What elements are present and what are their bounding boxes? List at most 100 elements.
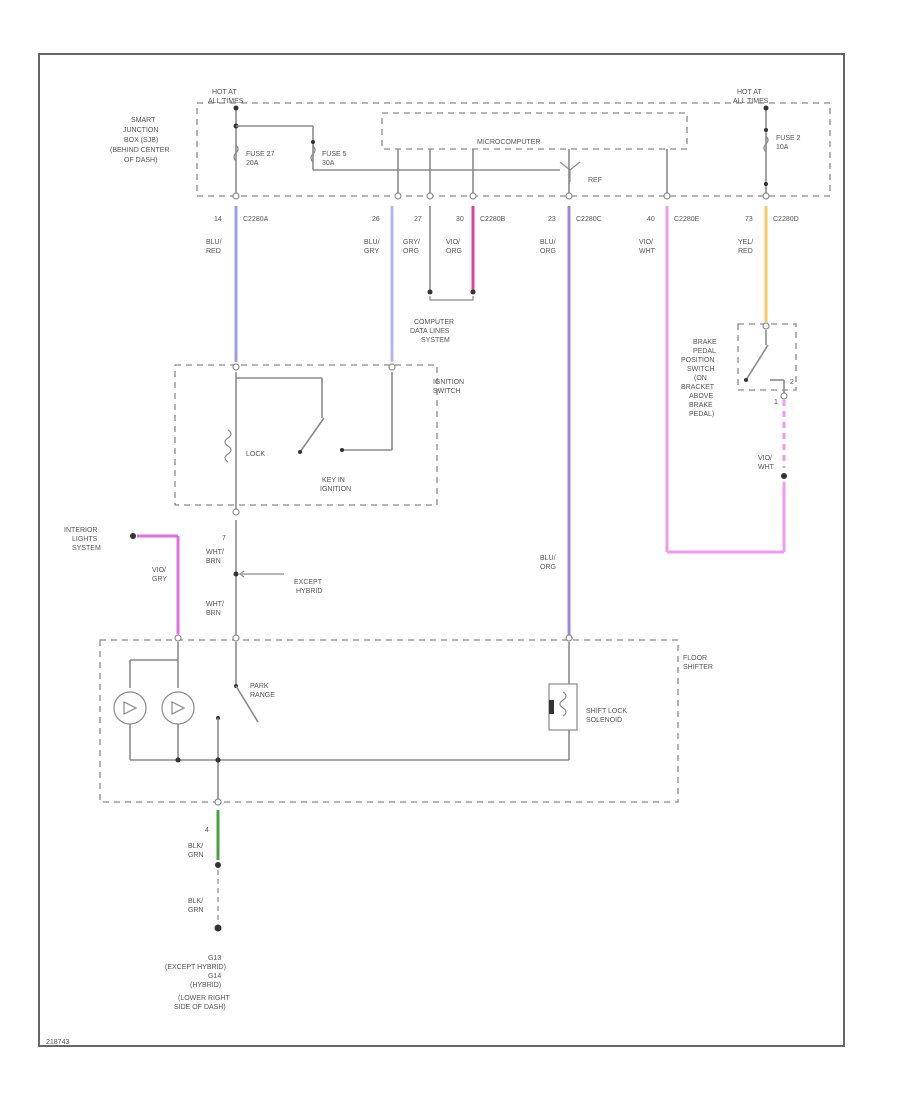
label-conn-c2280c: C2280C (576, 216, 602, 223)
labels: HOT AT ALL TIMES HOT AT ALL TIMES SMART … (46, 89, 801, 1046)
label-sjb-1: SMART (131, 117, 156, 124)
label-floor-2: SHIFTER (683, 664, 713, 671)
label-bpp-1: BRAKE (693, 339, 717, 346)
fuse-27-icon (233, 144, 239, 162)
label-conn-c2280d: C2280D (773, 216, 799, 223)
label-w-blk: BLK/ (188, 843, 203, 850)
label-pin-14: 14 (214, 216, 222, 223)
label-w-brn2: BRN (206, 610, 221, 617)
label-g-3: G14 (208, 973, 221, 980)
sjb-boundary (196, 102, 831, 197)
label-park-1: PARK (250, 683, 269, 690)
label-conn-c2280a: C2280A (243, 216, 269, 223)
label-pin-30: 30 (456, 216, 464, 223)
label-bpp-9: PEDAL) (689, 411, 714, 418)
label-except-hybrid-2: HYBRID (296, 588, 322, 595)
brake-switch-icon (745, 344, 769, 381)
label-w-blu2: BLU/ (364, 239, 380, 246)
label-bpp-8: BRAKE (689, 402, 713, 409)
label-pin-23: 23 (548, 216, 556, 223)
label-fuse2-1: FUSE 2 (776, 135, 801, 142)
label-bpp-7: ABOVE (689, 393, 713, 400)
label-w-vio3: VIO/ (758, 455, 772, 462)
label-ils-2: LIGHTS (72, 536, 98, 543)
indicator-bulb-1-icon (113, 691, 147, 725)
label-w-vio4: VIO/ (152, 567, 166, 574)
label-w-wht4: WHT/ (206, 601, 224, 608)
label-g-6: SIDE OF DASH) (174, 1004, 226, 1011)
label-ref: REF (588, 177, 602, 184)
label-w-yel: YEL/ (738, 239, 753, 246)
label-park-2: RANGE (250, 692, 275, 699)
label-conn-c2280b: C2280B (480, 216, 506, 223)
label-comp-data-1: COMPUTER (414, 319, 454, 326)
label-ils-1: INTERIOR (64, 527, 97, 534)
fuse-2-icon (763, 135, 769, 153)
label-sls-2: SOLENOID (586, 717, 622, 724)
label-w-red2: RED (738, 248, 753, 255)
label-w-vio2: VIO/ (639, 239, 653, 246)
label-pin-40: 40 (647, 216, 655, 223)
label-conn-c2280e: C2280E (674, 216, 700, 223)
label-sjb-4: (BEHIND CENTER (110, 147, 170, 154)
label-fuse5-1: FUSE 5 (322, 151, 347, 158)
label-hot-left-1: HOT AT (212, 89, 237, 96)
floor-shifter-boundary (99, 639, 679, 803)
label-w-red: RED (206, 248, 221, 255)
label-sjb-2: JUNCTION (123, 127, 158, 134)
label-w-wht3: WHT/ (206, 549, 224, 556)
label-bpp-3: POSITION (681, 357, 714, 364)
label-corner-id: 218743 (46, 1039, 69, 1046)
label-ignition-1: IGNITION (433, 379, 464, 386)
ignition-switch-boundary (174, 364, 438, 506)
label-w-org4: ORG (540, 564, 556, 571)
label-w-vio: VIO/ (446, 239, 460, 246)
label-ils-3: SYSTEM (72, 545, 101, 552)
fuse-5-icon (310, 145, 316, 163)
label-comp-data-3: SYSTEM (421, 337, 450, 344)
label-fuse27-1: FUSE 27 (246, 151, 275, 158)
label-pin-7: 7 (222, 535, 226, 542)
label-bpp-2: PEDAL (693, 348, 716, 355)
label-w-wht: WHT (639, 248, 656, 255)
label-g-2: (EXCEPT HYBRID) (165, 964, 226, 971)
label-bpp-6: BRACKET (681, 384, 715, 391)
key-in-switch-icon (299, 417, 325, 453)
label-w-grn2: GRN (188, 907, 204, 914)
label-bpp-pin-a: 2 (790, 379, 794, 386)
park-range-switch-icon (235, 685, 259, 723)
microcomputer-box (381, 112, 688, 150)
label-except-hybrid-1: EXCEPT (294, 579, 323, 586)
label-sls-1: SHIFT LOCK (586, 708, 627, 715)
label-ignition-2: SWITCH (433, 388, 461, 395)
label-g-5: (LOWER RIGHT (178, 995, 230, 1002)
label-w-brn: BRN (206, 558, 221, 565)
label-w-wht2: WHT (758, 464, 775, 471)
label-pin-26: 26 (372, 216, 380, 223)
label-hot-left-2: ALL TIMES (208, 98, 244, 105)
label-g-1: G13 (208, 955, 221, 962)
label-w-blk2: BLK/ (188, 898, 203, 905)
label-hot-right-1: HOT AT (737, 89, 762, 96)
label-bpp-5: (ON (694, 375, 707, 382)
label-microcomputer: MICROCOMPUTER (477, 139, 540, 146)
label-pin-4: 4 (205, 827, 209, 834)
label-key-in-2: IGNITION (320, 486, 351, 493)
label-hot-right-2: ALL TIMES (733, 98, 769, 105)
label-g-4: (HYBRID) (190, 982, 221, 989)
label-fuse2-2: 10A (776, 144, 789, 151)
indicator-bulb-2-icon (161, 691, 195, 725)
label-bpp-4: SWITCH (687, 366, 715, 373)
label-w-blu4: BLU/ (540, 555, 556, 562)
label-sjb-5: OF DASH) (124, 157, 157, 164)
diagram-frame (38, 53, 845, 1047)
lock-coil-icon (224, 429, 232, 463)
label-sjb-3: BOX (SJB) (124, 137, 158, 144)
label-w-gry2: GRY/ (403, 239, 420, 246)
label-fuse27-2: 20A (246, 160, 259, 167)
brake-switch-boundary (737, 323, 797, 391)
label-w-blu3: BLU/ (540, 239, 556, 246)
label-w-grn: GRN (188, 852, 204, 859)
microcomputer-transistor-icon (559, 161, 581, 182)
